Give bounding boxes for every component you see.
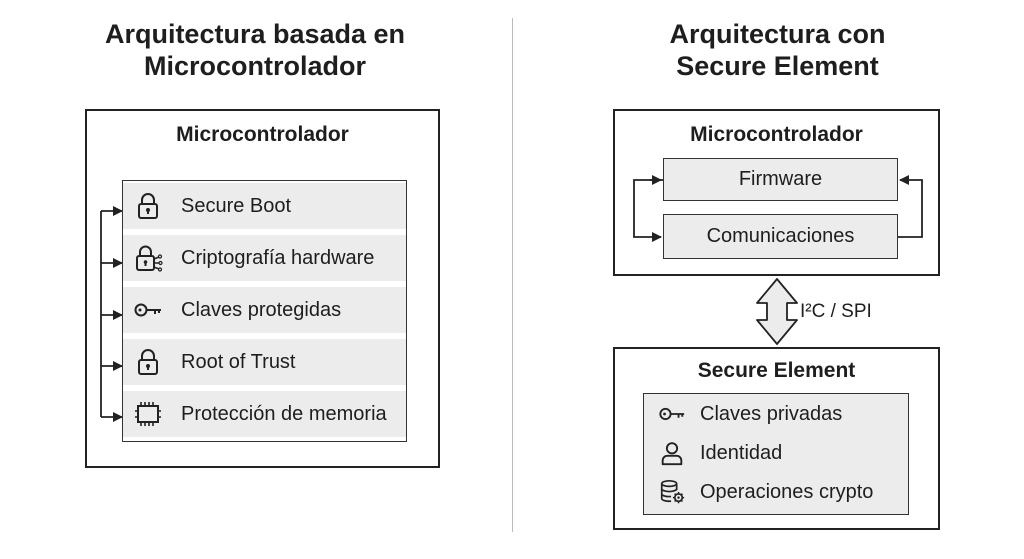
feature-row-protected-keys: Claves protegidas <box>123 287 406 333</box>
security-features-panel: Secure Boot Criptografía hardware Claves… <box>122 180 407 442</box>
se-item-crypto-operations: Operaciones crypto <box>644 478 873 506</box>
padlock-icon <box>138 193 158 219</box>
feature-label-protected-keys: Claves protegidas <box>181 298 342 321</box>
feature-label-memory-protection: Protección de memoria <box>181 402 387 425</box>
mcu-box-title: Microcontrolador <box>690 123 863 146</box>
feature-row-crypto-hardware: Criptografía hardware <box>123 235 406 281</box>
loop-arrow-right <box>898 175 923 238</box>
se-label-identity: Identidad <box>700 441 783 464</box>
loop-arrow-left <box>633 179 663 242</box>
database-gear-icon <box>660 479 685 504</box>
key-icon <box>134 303 161 317</box>
firmware-label: Firmware <box>738 168 823 190</box>
right-title-line2: Secure Element <box>676 51 879 81</box>
secure-element-title: Secure Element <box>697 359 856 382</box>
firmware-box: Firmware <box>663 158 898 201</box>
microcontroller-box-title: Microcontrolador <box>176 123 349 146</box>
feature-row-secure-boot: Secure Boot <box>123 183 406 229</box>
communications-label: Comunicaciones <box>706 225 855 247</box>
se-item-private-keys: Claves privadas <box>644 400 842 428</box>
right-title-line1: Arquitectura con <box>669 19 886 49</box>
communications-box: Comunicaciones <box>663 214 898 259</box>
bus-double-arrow <box>756 278 798 345</box>
key-icon <box>659 407 685 421</box>
panel-divider <box>512 18 513 532</box>
se-label-private-keys: Claves privadas <box>700 402 843 425</box>
bus-label: I²C / SPI <box>800 301 872 322</box>
se-label-crypto-operations: Operaciones crypto <box>700 480 874 503</box>
feature-row-root-of-trust: Root of Trust <box>123 339 406 385</box>
feature-label-crypto-hardware: Criptografía hardware <box>181 246 375 269</box>
right-title: Arquitectura con Secure Element <box>600 18 955 82</box>
padlock-circuit-icon <box>136 245 163 272</box>
left-title-line2: Microcontrolador <box>143 51 366 81</box>
person-icon <box>661 442 683 466</box>
chip-icon <box>135 402 161 426</box>
padlock-icon <box>138 349 158 375</box>
left-title: Arquitectura basada en Microcontrolador <box>60 18 450 82</box>
secure-element-features: Claves privadas Identidad Operaciones cr… <box>643 393 909 515</box>
feature-label-secure-boot: Secure Boot <box>181 194 292 217</box>
se-item-identity: Identidad <box>644 439 782 467</box>
feature-label-root-of-trust: Root of Trust <box>181 350 296 373</box>
feature-row-memory-protection: Protección de memoria <box>123 391 406 437</box>
left-title-line1: Arquitectura basada en <box>104 19 406 49</box>
